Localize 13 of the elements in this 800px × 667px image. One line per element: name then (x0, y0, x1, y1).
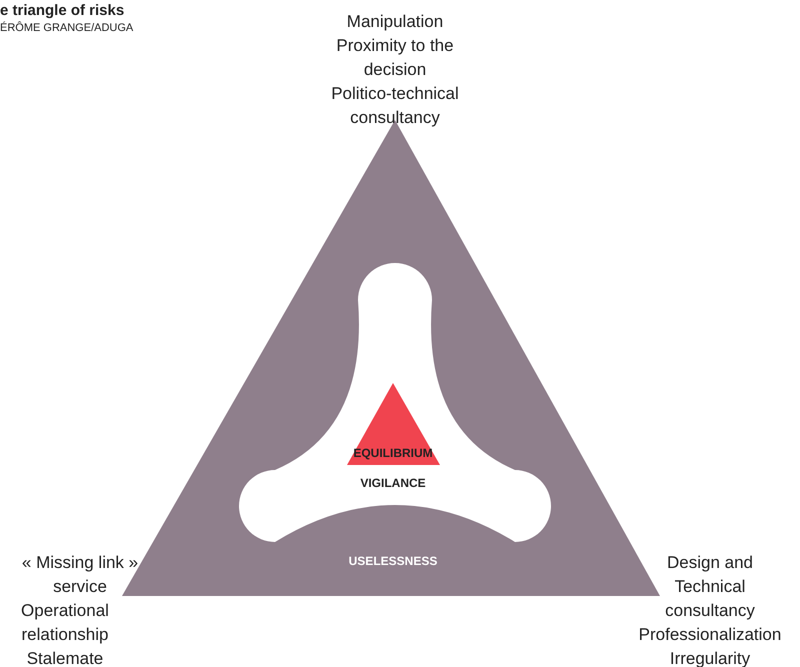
center-label: VIGILANCE (359, 476, 427, 490)
risk-label: Proximity to the decision (335, 35, 455, 81)
risk-label: « Missing link » service (20, 552, 140, 598)
risk-label: Manipulation (346, 11, 444, 33)
risk-label: Operational relationship (20, 600, 110, 646)
zone-label: USELESSNESS (348, 554, 438, 568)
credit-text: ÉRÔME GRANGE/ADUGA (0, 22, 134, 34)
risk-label: Stalemate (26, 648, 104, 667)
risk-label: Professionalization (638, 624, 782, 646)
title: e triangle of risks (0, 2, 124, 19)
risk-label: Design and Technical consultancy (664, 552, 756, 622)
risk-label: Politico-technical consultancy (330, 83, 460, 129)
center-label: EQUILIBRIUM (352, 446, 434, 460)
